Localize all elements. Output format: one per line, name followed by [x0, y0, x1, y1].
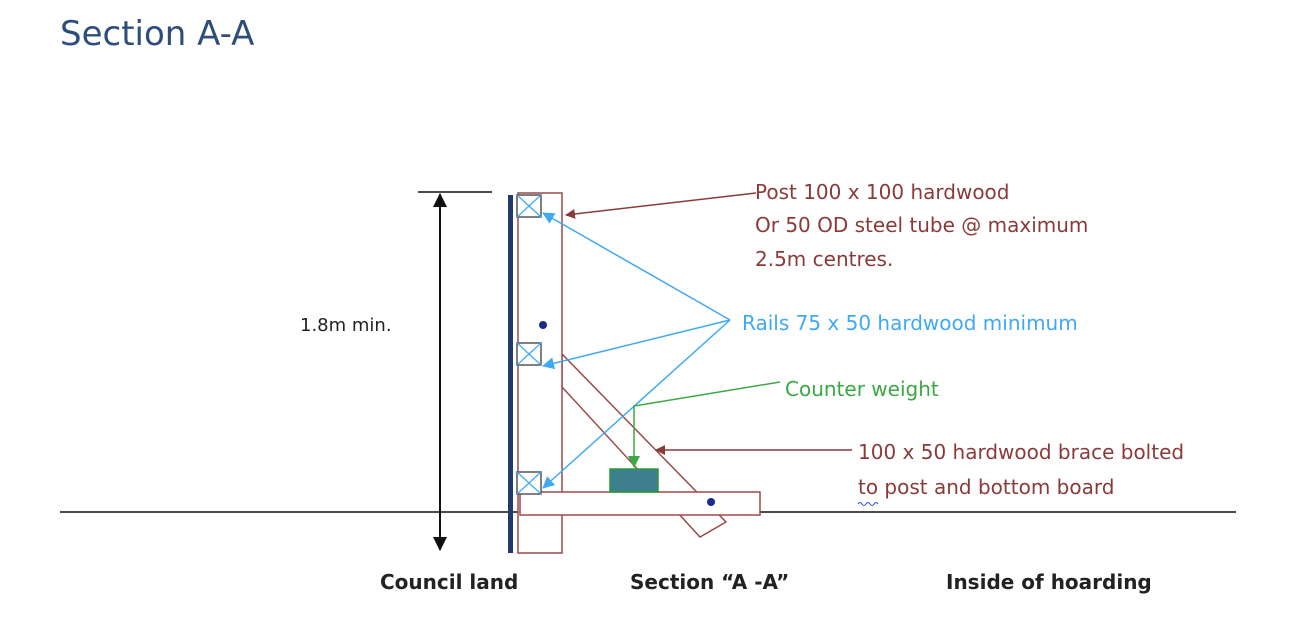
rails-label: Rails 75 x 50 hardwood minimum [742, 311, 1078, 335]
post-label-line-3: 2.5m centres. [755, 247, 893, 271]
counter-weight-block [609, 468, 659, 493]
rail-top [516, 194, 542, 218]
post-leader-arrow [565, 192, 757, 219]
page-title: Section A-A [60, 14, 255, 54]
rail-middle [516, 342, 542, 366]
caption-council-land: Council land [380, 570, 518, 594]
counter-weight-leader [628, 381, 781, 468]
caption-section: Section “A -A” [630, 570, 789, 594]
spellcheck-squiggle [857, 502, 879, 506]
post-label-line-1: Post 100 x 100 hardwood [755, 180, 1009, 204]
post-label-line-2: Or 50 OD steel tube @ maximum [755, 213, 1088, 237]
caption-inside-hoarding: Inside of hoarding [946, 570, 1152, 594]
bolt-post [539, 321, 547, 329]
rails-leader-top [542, 212, 731, 321]
rails-leader-bottom [542, 319, 731, 489]
bolt-board [707, 498, 715, 506]
brace-label-line-2: to post and bottom board [858, 475, 1114, 499]
rails-leader-middle [542, 319, 731, 370]
counter-weight-label: Counter weight [785, 377, 939, 401]
dimension-label: 1.8m min. [300, 315, 392, 336]
bottom-board [519, 491, 761, 516]
hoarding-panel [508, 195, 513, 553]
rail-bottom [516, 471, 542, 495]
brace-label-line-1: 100 x 50 hardwood brace bolted [858, 440, 1184, 464]
